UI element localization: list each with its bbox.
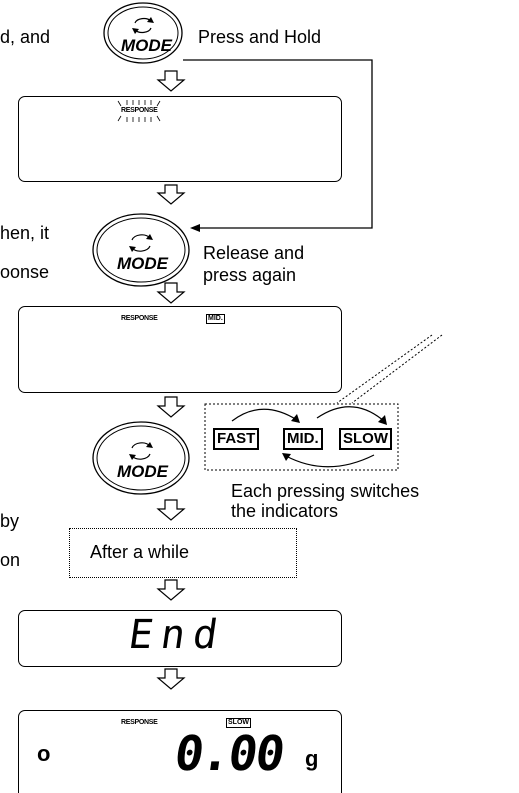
mode-button-shape — [92, 213, 190, 287]
mid-indicator-large: MID. — [283, 428, 323, 450]
response-indicator: RESPONSE — [121, 107, 158, 114]
display-panel-2: RESPONSE MID. — [18, 306, 342, 393]
display-panel-final: RESPONSE SLOW o 0.00 g — [18, 710, 342, 793]
zero-indicator: o — [37, 741, 51, 766]
mode-button-3[interactable]: MODE — [89, 418, 193, 498]
mode-button-label: MODE — [117, 254, 168, 273]
display-panel-end: End — [18, 610, 342, 667]
slow-indicator: SLOW — [339, 428, 392, 450]
left-text-4: by — [0, 511, 20, 531]
release-label-2: press again — [203, 265, 297, 285]
response-indicator: RESPONSE — [121, 719, 158, 726]
mode-button-shape — [103, 2, 183, 64]
mid-indicator: MID. — [206, 314, 225, 324]
mode-button-shape — [92, 421, 190, 495]
left-text-3: oonse — [0, 262, 50, 282]
weight-value: 0.00 — [171, 726, 287, 782]
slow-indicator-small: SLOW — [226, 718, 251, 728]
mode-button-label: MODE — [121, 36, 172, 55]
after-while-box: After a while — [69, 528, 297, 578]
unit-label: g — [305, 746, 319, 771]
after-while-label: After a while — [90, 542, 190, 562]
release-label-1: Release and — [203, 243, 305, 263]
each-pressing-label-2: the indicators — [231, 501, 339, 521]
end-text: End — [125, 612, 229, 658]
left-text-1: d, and — [0, 27, 51, 47]
mode-button-label: MODE — [117, 462, 168, 481]
mode-button-2[interactable]: MODE — [89, 210, 193, 290]
fast-indicator: FAST — [213, 428, 260, 450]
response-indicator: RESPONSE — [121, 315, 158, 322]
each-pressing-label-1: Each pressing switches — [231, 481, 420, 501]
display-panel-1: RESPONSE — [18, 96, 342, 182]
press-hold-label: Press and Hold — [198, 27, 322, 47]
left-text-5: on — [0, 550, 21, 570]
left-text-2: hen, it — [0, 223, 50, 243]
blink-marks — [117, 100, 161, 122]
mode-button-1[interactable]: MODE — [100, 0, 186, 66]
